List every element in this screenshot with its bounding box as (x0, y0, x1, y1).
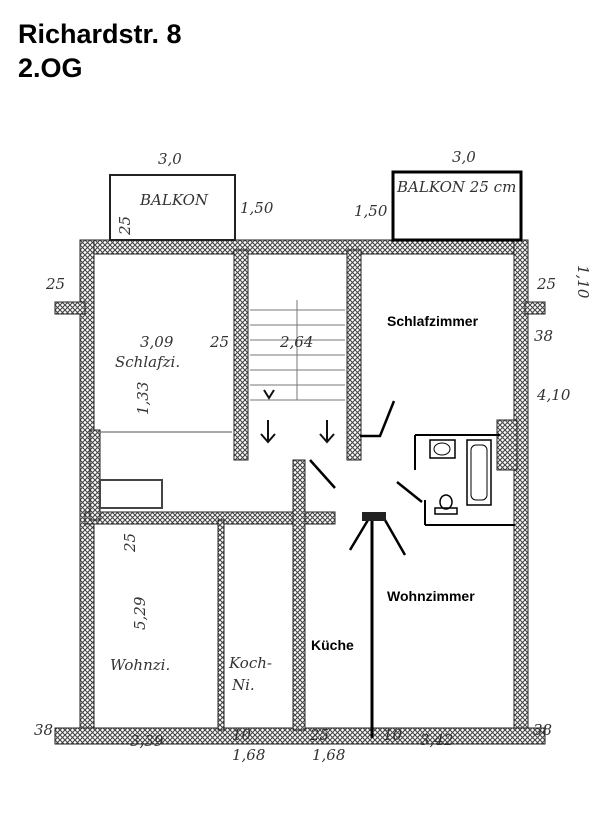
dim: 25 (209, 333, 229, 351)
dim: 25 (45, 275, 65, 293)
room-label-wohnzimmer: Wohnzimmer (387, 588, 475, 604)
dim: 1,50 (240, 199, 274, 217)
balcony-label-right: BALKON 25 cm (396, 178, 516, 196)
dim: 38 (534, 327, 553, 345)
dim: 1,10 (574, 265, 592, 299)
dim: 25 (309, 726, 329, 744)
dim: 25 (536, 275, 556, 293)
dim: 1,50 (354, 202, 388, 220)
dim: 3,39 (130, 732, 164, 750)
balcony-right (391, 170, 523, 242)
staircase (250, 300, 345, 401)
dim: 3,0 (452, 148, 476, 166)
dim: 1,33 (134, 382, 152, 415)
dim: 2,64 (279, 333, 313, 351)
floor-title: 2.OG (18, 53, 83, 83)
room-label-handwritten: Wohnzi. (110, 656, 170, 674)
dim: 3,42 (420, 731, 453, 749)
dim: 1,68 (232, 746, 265, 764)
dim: 4,10 (536, 386, 571, 404)
dim: 3,0 (158, 150, 182, 168)
room-label-handwritten: Koch- (228, 654, 272, 672)
room-label-handwritten: Schlafzi. (115, 353, 180, 371)
room-label-kueche: Küche (311, 637, 354, 653)
dim: 25 (116, 216, 134, 236)
dim: 38 (34, 721, 53, 739)
walls (54, 239, 546, 745)
dim: 10 (232, 726, 252, 744)
dim: 38 (533, 721, 552, 739)
bathroom (414, 434, 515, 526)
address-title: Richardstr. 8 (18, 19, 182, 49)
room-label-schlafzimmer: Schlafzimmer (387, 313, 479, 329)
dim: 1,68 (312, 746, 345, 764)
dim: 3,09 (140, 333, 174, 351)
dim: 5,29 (131, 596, 149, 630)
dim: 10 (383, 726, 403, 744)
chimney (362, 512, 386, 521)
door-marks (309, 400, 423, 738)
balcony-left (109, 174, 236, 241)
dim: 25 (121, 533, 139, 553)
stair-arrows (260, 389, 335, 444)
balcony-label-left: BALKON (139, 191, 209, 209)
room-label-handwritten: Ni. (231, 676, 255, 694)
fixture (99, 479, 163, 509)
